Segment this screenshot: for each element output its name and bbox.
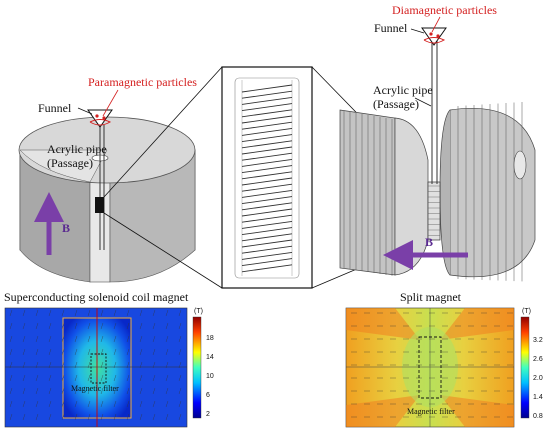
split-magnet: B — [339, 27, 536, 282]
colorbar-right-tick: 2.0 — [533, 375, 543, 382]
colorbar-left-tick: 6 — [206, 392, 210, 399]
pipe-label-right-1: Acrylic pipe — [373, 83, 433, 97]
b-label-left: B — [62, 221, 70, 235]
colorbar-right-unit: (T) — [522, 308, 531, 315]
colorbar-right-tick: 1.4 — [533, 394, 543, 401]
solenoid-field-map: Magnetic filter — [4, 307, 188, 428]
colorbar-right-tick: 0.8 — [533, 413, 543, 420]
pipe-label-left-2: (Passage) — [47, 156, 93, 170]
colorbar-left-unit: (T) — [194, 308, 203, 315]
colorbar-left — [192, 316, 202, 419]
funnel-label-right: Funnel — [374, 21, 408, 35]
funnel-label-left: Funnel — [38, 101, 72, 115]
filter-zoom-panel — [221, 66, 313, 289]
colorbar-left-tick: 14 — [206, 354, 214, 361]
solenoid-magnet: B — [18, 109, 196, 283]
pipe-label-left-1: Acrylic pipe — [47, 142, 107, 156]
diamagnetic-label: Diamagnetic particles — [392, 3, 497, 17]
pipe-label-right-2: (Passage) — [373, 97, 419, 111]
colorbar-right-tick: 2.6 — [533, 356, 543, 363]
colorbar-left-tick: 2 — [206, 411, 210, 418]
colorbar-right — [520, 316, 530, 419]
colorbar-right-tick: 3.2 — [533, 337, 543, 344]
filter-label-right: Magnetic filter — [407, 407, 455, 416]
b-label-right: B — [425, 235, 433, 249]
colorbar-left-tick: 10 — [206, 373, 214, 380]
filter-label-left: Magnetic filter — [71, 384, 119, 393]
colorbar-left-tick: 18 — [206, 335, 214, 342]
split-title: Split magnet — [400, 290, 462, 304]
split-field-map: Magnetic filter — [345, 307, 515, 428]
solenoid-title: Superconducting solenoid coil magnet — [4, 290, 189, 304]
paramagnetic-label: Paramagnetic particles — [88, 75, 197, 89]
